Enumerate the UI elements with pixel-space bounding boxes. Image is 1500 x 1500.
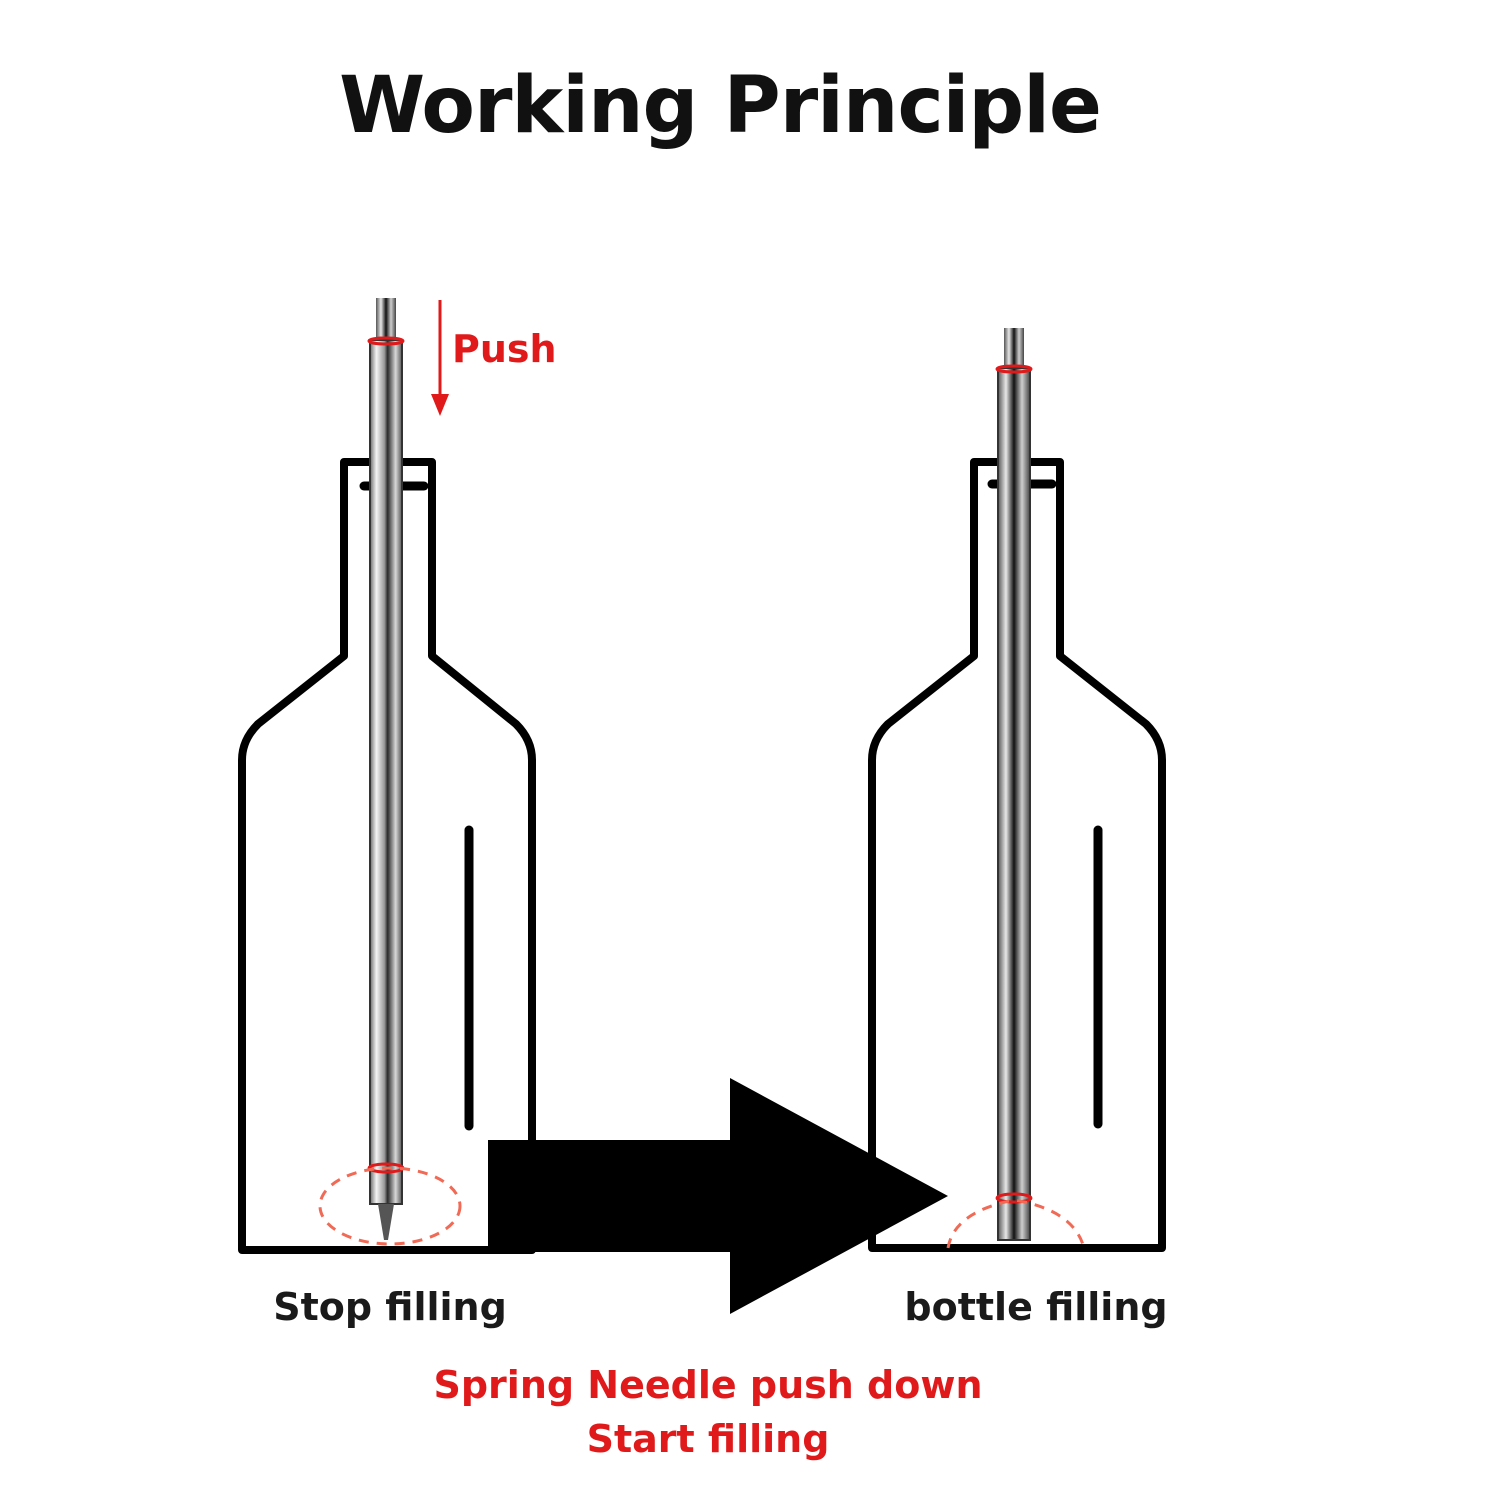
bottom-caption-line1: Spring Needle push down bbox=[433, 1363, 982, 1407]
right-caption: bottle filling bbox=[904, 1285, 1167, 1329]
right-bottle bbox=[868, 328, 1166, 1252]
right-needle-top-ring bbox=[995, 364, 1033, 374]
left-needle-tip bbox=[378, 1204, 394, 1240]
big-right-arrow-icon bbox=[488, 1078, 948, 1314]
right-tip-highlight bbox=[946, 1198, 1086, 1249]
left-bottle bbox=[238, 298, 536, 1254]
left-needle-top-thread bbox=[376, 298, 396, 342]
push-label: Push bbox=[452, 327, 557, 371]
right-needle-shaft bbox=[997, 367, 1031, 1241]
push-down-arrow-icon bbox=[431, 300, 449, 416]
page-title: Working Principle bbox=[339, 61, 1101, 151]
left-tip-highlight bbox=[318, 1166, 462, 1246]
right-needle-top-thread bbox=[1004, 328, 1024, 370]
left-spring-needle bbox=[367, 298, 405, 1240]
left-needle-shaft bbox=[369, 339, 403, 1205]
left-caption: Stop filling bbox=[273, 1285, 507, 1329]
bottom-caption-line2: Start filling bbox=[587, 1417, 830, 1461]
right-needle-bottom-ring bbox=[995, 1192, 1033, 1204]
right-bottle-outline bbox=[868, 458, 1166, 1252]
left-needle-top-ring bbox=[367, 336, 405, 346]
right-spring-needle bbox=[995, 328, 1033, 1241]
